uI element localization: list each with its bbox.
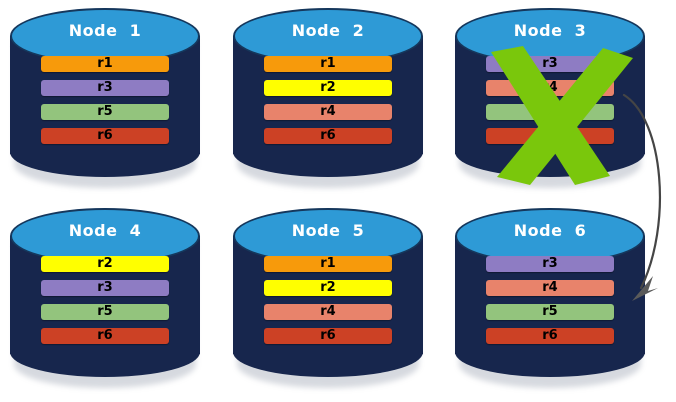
- cylinder-top-ellipse: [455, 208, 645, 264]
- record-bar-r5[interactable]: r5: [41, 104, 169, 120]
- node-cylinder-4[interactable]: Node 4 r2 r3 r5 r6: [10, 208, 200, 391]
- record-bar-label: r3: [97, 80, 113, 95]
- record-bar-label: r4: [542, 80, 558, 95]
- record-bar-r6[interactable]: r6: [486, 128, 614, 144]
- record-bar-r6[interactable]: r6: [41, 128, 169, 144]
- record-bar-label: r1: [97, 56, 113, 71]
- record-bar-label: r6: [320, 328, 336, 343]
- node-label-1: Node 1: [68, 21, 142, 40]
- record-bar-label: r6: [97, 128, 113, 143]
- node-label-3: Node 3: [513, 21, 587, 40]
- record-bar-label: r6: [97, 328, 113, 343]
- record-bar-label: r2: [97, 256, 113, 271]
- record-bar-list-3: r3 r4 r5 r6: [486, 56, 614, 152]
- record-bar-label: r5: [542, 304, 558, 319]
- node-cylinder-6[interactable]: Node 6 r3 r4 r5 r6: [455, 208, 645, 391]
- record-bar-r3[interactable]: r3: [41, 80, 169, 96]
- node-cylinder-3[interactable]: Node 3 r3 r4 r5 r6: [455, 8, 645, 191]
- record-bar-label: r1: [320, 256, 336, 271]
- record-bar-r1[interactable]: r1: [264, 56, 392, 72]
- record-bar-label: r5: [97, 104, 113, 119]
- record-bar-list-2: r1 r2 r4 r6: [264, 56, 392, 152]
- record-bar-label: r4: [542, 280, 558, 295]
- record-bar-r6[interactable]: r6: [264, 328, 392, 344]
- record-bar-list-1: r1 r3 r5 r6: [41, 56, 169, 152]
- record-bar-r2[interactable]: r2: [264, 80, 392, 96]
- node-label-2: Node 2: [291, 21, 365, 40]
- node-label-5: Node 5: [291, 221, 365, 240]
- record-bar-r3[interactable]: r3: [486, 56, 614, 72]
- record-bar-r5[interactable]: r5: [486, 104, 614, 120]
- record-bar-r4[interactable]: r4: [264, 304, 392, 320]
- record-bar-list-5: r1 r2 r4 r6: [264, 256, 392, 352]
- record-bar-list-4: r2 r3 r5 r6: [41, 256, 169, 352]
- record-bar-r1[interactable]: r1: [41, 56, 169, 72]
- node-cylinder-2[interactable]: Node 2 r1 r2 r4 r6: [233, 8, 423, 191]
- record-bar-label: r6: [542, 328, 558, 343]
- record-bar-r3[interactable]: r3: [486, 256, 614, 272]
- record-bar-r5[interactable]: r5: [486, 304, 614, 320]
- node-cylinder-5[interactable]: Node 5 r1 r2 r4 r6: [233, 208, 423, 391]
- record-bar-r5[interactable]: r5: [41, 304, 169, 320]
- record-bar-label: r2: [320, 280, 336, 295]
- record-bar-r4[interactable]: r4: [264, 104, 392, 120]
- record-bar-label: r6: [320, 128, 336, 143]
- record-bar-r2[interactable]: r2: [264, 280, 392, 296]
- record-bar-label: r2: [320, 80, 336, 95]
- record-bar-r3[interactable]: r3: [41, 280, 169, 296]
- cylinder-top-ellipse: [10, 208, 200, 264]
- record-bar-label: r1: [320, 56, 336, 71]
- record-bar-label: r5: [97, 304, 113, 319]
- record-bar-r4[interactable]: r4: [486, 80, 614, 96]
- record-bar-r4[interactable]: r4: [486, 280, 614, 296]
- record-bar-r2[interactable]: r2: [41, 256, 169, 272]
- record-bar-label: r4: [320, 104, 336, 119]
- record-bar-label: r3: [542, 256, 558, 271]
- record-bar-label: r3: [542, 56, 558, 71]
- record-bar-r6[interactable]: r6: [41, 328, 169, 344]
- record-bar-label: r3: [97, 280, 113, 295]
- record-bar-r6[interactable]: r6: [264, 128, 392, 144]
- record-bar-r6[interactable]: r6: [486, 328, 614, 344]
- node-label-4: Node 4: [68, 221, 142, 240]
- node-cylinder-1[interactable]: Node 1 r1 r3 r5 r6: [10, 8, 200, 191]
- record-bar-list-6: r3 r4 r5 r6: [486, 256, 614, 352]
- record-bar-label: r5: [542, 104, 558, 119]
- node-label-6: Node 6: [513, 221, 587, 240]
- record-bar-label: r6: [542, 128, 558, 143]
- record-bar-r1[interactable]: r1: [264, 256, 392, 272]
- record-bar-label: r4: [320, 304, 336, 319]
